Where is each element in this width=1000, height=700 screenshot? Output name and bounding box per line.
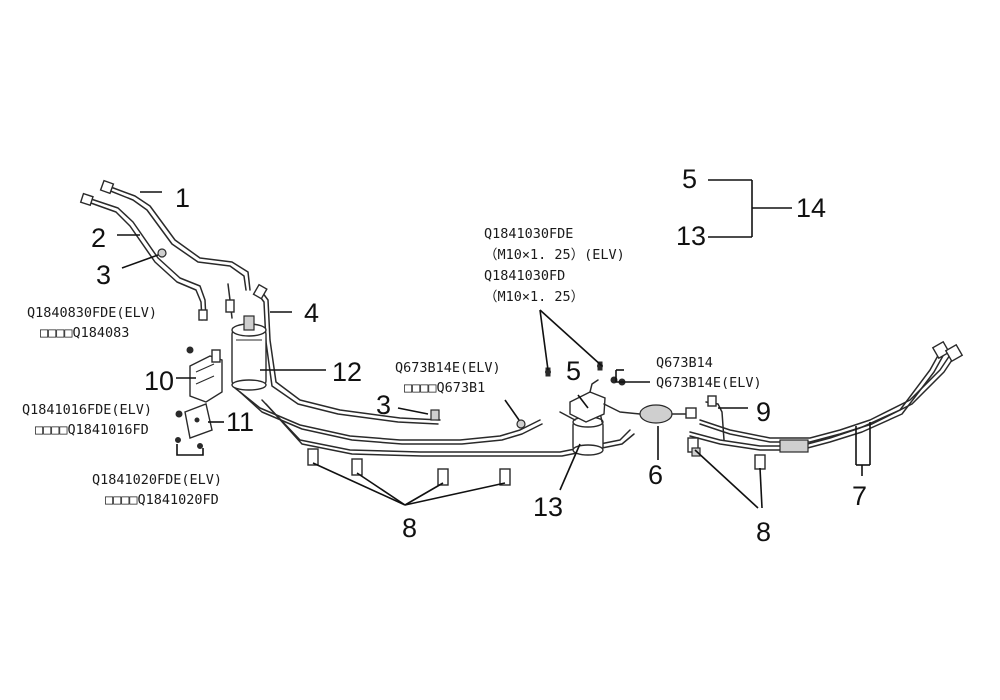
callout-14: 14 — [796, 193, 826, 223]
part-code-q1841020fd: □□□□Q1841020FD — [105, 492, 219, 508]
part-code-q673b14e-elv-right: Q673B14E(ELV) — [656, 375, 762, 391]
part-code-q1841030fde-spec: （M10×1. 25）(ELV) — [484, 247, 625, 263]
callout-5-legend: 5 — [682, 164, 697, 194]
connector-9 — [705, 395, 725, 441]
callout-12: 12 — [332, 357, 362, 387]
callout-11: 11 — [226, 407, 254, 437]
charcoal-canister-12 — [231, 315, 267, 391]
part-code-q1841016fd: □□□□Q1841016FD — [35, 422, 149, 438]
callout-6: 6 — [648, 460, 663, 490]
callout-2: 2 — [91, 223, 106, 253]
main-fuel-pipes — [234, 387, 635, 457]
fuel-pipe-2 — [79, 192, 235, 321]
callout-7: 7 — [852, 481, 867, 511]
part-code-q184083: □□□□Q184083 — [40, 325, 129, 341]
callout-4: 4 — [304, 298, 319, 328]
vent-pipe-4 — [252, 283, 441, 425]
fuel-filter-13 — [559, 411, 604, 456]
bracket-11 — [175, 403, 213, 456]
callout-3-middle: 3 — [376, 390, 391, 420]
fuel-pipe-1 — [99, 179, 251, 291]
clip-3-upper — [157, 248, 167, 258]
part-code-q673b1: □□□□Q673B1 — [404, 380, 485, 396]
callout-8-right: 8 — [756, 517, 771, 547]
canister-bracket-10 — [186, 346, 223, 403]
leader-lines — [117, 179, 871, 509]
callout-1: 1 — [175, 183, 190, 213]
clip-q673b1 — [516, 419, 526, 429]
callout-5-diagram: 5 — [566, 356, 581, 386]
callout-8-left: 8 — [402, 513, 417, 543]
part-code-q1841020fde-elv: Q1841020FDE(ELV) — [92, 472, 222, 488]
clip-3-middle — [430, 409, 440, 421]
part-code-q1841016fde-elv: Q1841016FDE(ELV) — [22, 402, 152, 418]
part-code-q1840830fde-elv: Q1840830FDE(ELV) — [27, 305, 157, 321]
callout-3-upper: 3 — [96, 260, 111, 290]
pipe-assembly-7 — [689, 340, 964, 453]
part-code-q673b14: Q673B14 — [656, 355, 713, 371]
callout-10: 10 — [144, 366, 174, 396]
part-code-q1841030fde: Q1841030FDE — [484, 226, 573, 242]
callout-13-diagram: 13 — [533, 492, 563, 522]
callout-9: 9 — [756, 397, 771, 427]
callout-13-legend: 13 — [676, 221, 706, 251]
part-code-q673b14e-elv: Q673B14E(ELV) — [395, 360, 501, 376]
part-code-q1841030fd: Q1841030FD — [484, 268, 565, 284]
part-code-q1841030fd-spec: （M10×1. 25） — [484, 289, 584, 305]
clips-8-left — [307, 448, 511, 486]
